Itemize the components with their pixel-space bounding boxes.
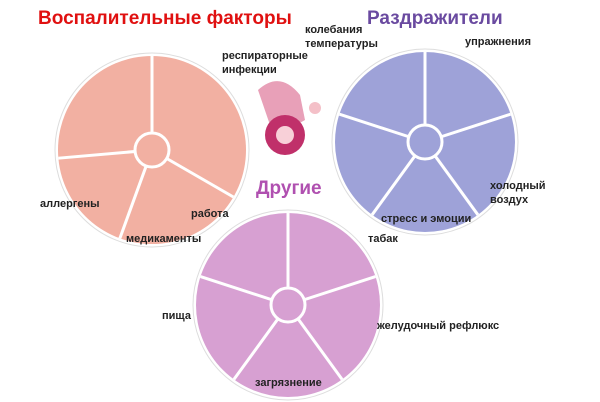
- wheel-hub: [269, 286, 307, 324]
- label-exercise: упражнения: [465, 36, 531, 48]
- label-work: работа: [191, 208, 229, 220]
- label-cold-2: воздух: [490, 194, 529, 206]
- label-stress: стресс и эмоции: [381, 213, 472, 225]
- label-respiratory: респираторные: [222, 50, 308, 62]
- label-pollution: загрязнение: [255, 377, 322, 389]
- label-temp-1: колебания: [305, 24, 363, 36]
- label-tobacco: табак: [368, 233, 398, 245]
- other-wheel: [192, 209, 384, 401]
- inflammatory-wheel: [54, 52, 250, 248]
- bronchus-illustration: [258, 81, 321, 155]
- label-allergens: аллергены: [40, 198, 100, 210]
- other-title: Другие: [256, 178, 322, 199]
- label-food: пища: [162, 310, 191, 322]
- irritants-wheel: [331, 48, 519, 236]
- inflammatory-title: Воспалительные факторы: [38, 8, 292, 29]
- label-reflux: желудочный рефлюкс: [377, 320, 500, 332]
- label-cold-1: холодный: [490, 180, 546, 192]
- label-infections: инфекции: [222, 64, 277, 76]
- wheel-hub: [133, 131, 171, 169]
- irritants-title: Раздражители: [367, 8, 503, 29]
- label-medication: медикаменты: [126, 233, 202, 245]
- wheel-hub: [406, 123, 444, 161]
- label-temp-2: температуры: [305, 38, 378, 50]
